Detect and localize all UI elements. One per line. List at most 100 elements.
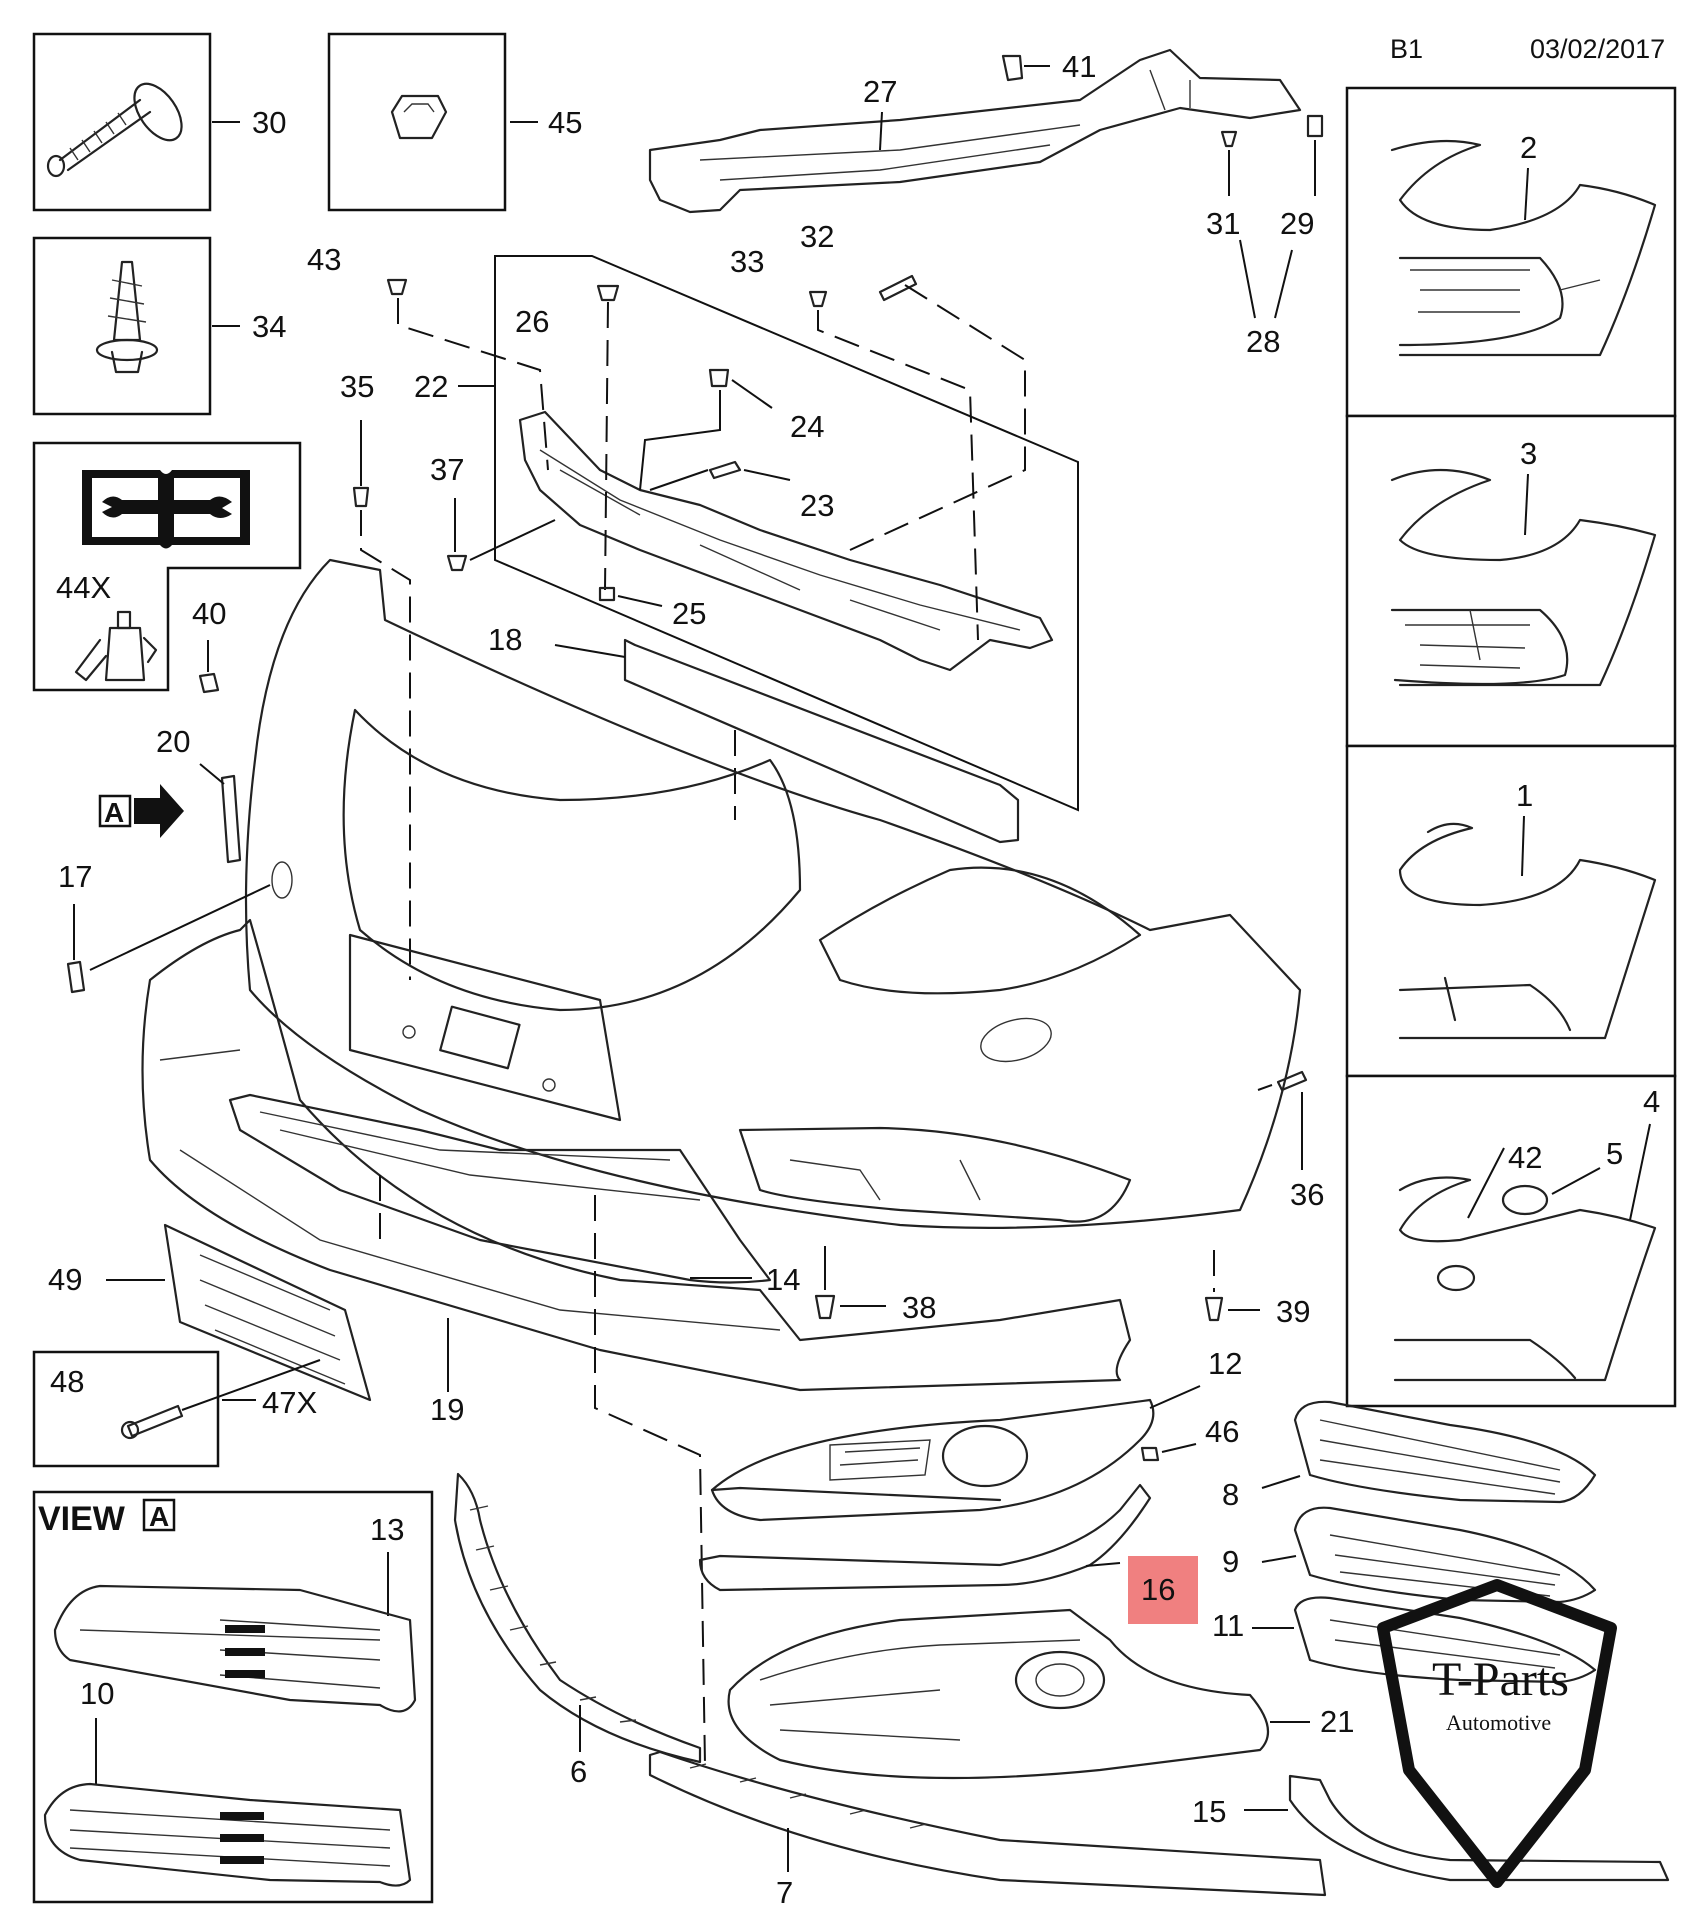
label-24: 24 [790, 409, 824, 444]
label-35: 35 [340, 369, 374, 404]
clip-20 [220, 774, 242, 864]
clip-29 [1306, 114, 1324, 138]
screw-23 [708, 460, 742, 480]
label-30: 30 [252, 105, 286, 140]
panel-2 [1345, 86, 1677, 418]
absorber-frame [494, 255, 1079, 812]
clip-25 [598, 586, 616, 602]
panel-1 [1345, 744, 1677, 1078]
grille-8-drawing [1293, 1400, 1597, 1504]
clip-38 [814, 1294, 836, 1320]
t-parts-logo: T-Parts Automotive [1377, 1579, 1617, 1888]
label-14: 14 [766, 1262, 800, 1297]
watermark-title: T-Parts [1432, 1653, 1569, 1706]
screw-32 [878, 274, 918, 302]
service-manual-wrench-icon [82, 470, 250, 549]
label-13: 13 [370, 1512, 404, 1547]
label-32: 32 [800, 219, 834, 254]
grille-11-drawing [1293, 1596, 1597, 1684]
label-23: 23 [800, 488, 834, 523]
label-28: 28 [1246, 324, 1280, 359]
strip-18-drawing [623, 638, 1020, 844]
label-41: 41 [1062, 49, 1096, 84]
label-40: 40 [192, 596, 226, 631]
label-39: 39 [1276, 1294, 1310, 1329]
plate-bracket-49-drawing [163, 1223, 372, 1402]
label-27: 27 [863, 74, 897, 109]
clip-40 [198, 672, 220, 694]
bumper-variant-2-drawing [1390, 139, 1657, 357]
label-26: 26 [515, 304, 549, 339]
header-code: B1 [1390, 34, 1423, 64]
label-46: 46 [1205, 1414, 1239, 1449]
screw-33 [808, 290, 828, 308]
bracket-27-drawing [648, 48, 1302, 214]
label-9: 9 [1222, 1544, 1239, 1579]
label-12: 12 [1208, 1346, 1242, 1381]
spoiler-7-drawing [648, 1750, 1327, 1897]
bumper-variant-1-drawing [1398, 822, 1657, 1040]
absorber-22-drawing [518, 410, 1054, 672]
label-18: 18 [488, 622, 522, 657]
clip-41 [1001, 54, 1024, 82]
view-a-box [32, 1490, 434, 1904]
label-31: 31 [1206, 206, 1240, 241]
lower-lip-19-drawing [141, 918, 1132, 1392]
label-3: 3 [1520, 436, 1537, 471]
screw-43 [386, 278, 408, 296]
screw-35 [352, 486, 370, 508]
label-44x: 44X [56, 570, 111, 605]
label-20: 20 [156, 724, 190, 759]
box-screw-30 [32, 32, 212, 212]
label-15: 15 [1192, 1794, 1226, 1829]
box-clip-45 [327, 32, 507, 212]
lower-grille-14-drawing [228, 1093, 772, 1284]
label-17: 17 [58, 859, 92, 894]
label-6: 6 [570, 1754, 587, 1789]
spoiler-6-drawing [453, 1472, 702, 1764]
bumper-variant-3-drawing [1390, 468, 1657, 687]
adhesive-bottle-44x [74, 610, 158, 682]
watermark-subtitle: Automotive [1446, 1710, 1551, 1735]
label-2: 2 [1520, 130, 1537, 165]
insert-13-drawing [53, 1584, 417, 1713]
view-a-marker: A [98, 784, 184, 838]
fog-grille-12-drawing [710, 1398, 1155, 1522]
clip-46 [1140, 1446, 1160, 1462]
screw-37 [446, 554, 468, 572]
bumper-fascia-drawing [244, 558, 1302, 1229]
label-37: 37 [430, 452, 464, 487]
panel-4 [1345, 1074, 1677, 1408]
view-letter-box [142, 1498, 176, 1532]
clip-24 [708, 368, 730, 388]
label-42: 42 [1508, 1140, 1542, 1175]
clip-45-drawing [390, 94, 448, 140]
fog-grille-21-drawing [727, 1608, 1270, 1780]
screw-31 [1220, 130, 1238, 148]
panel-3 [1345, 414, 1677, 748]
label-7: 7 [776, 1875, 793, 1910]
view-a-marker-text: A [104, 797, 124, 828]
screw-26 [596, 284, 620, 302]
label-43: 43 [307, 242, 341, 277]
clip-39 [1204, 1296, 1224, 1322]
view-title: VIEW [38, 1500, 126, 1538]
screw-36 [1276, 1070, 1308, 1092]
bolt-30-drawing [46, 82, 183, 178]
label-38: 38 [902, 1290, 936, 1325]
label-19: 19 [430, 1392, 464, 1427]
label-11: 11 [1212, 1608, 1244, 1643]
screw-48-drawing [120, 1404, 184, 1440]
insert-10-drawing [43, 1782, 412, 1887]
strip-15-drawing [1288, 1774, 1670, 1882]
label-1: 1 [1516, 778, 1533, 813]
label-8: 8 [1222, 1477, 1239, 1512]
label-16: 16 [1141, 1572, 1175, 1607]
label-47x: 47X [262, 1385, 317, 1420]
label-5: 5 [1606, 1136, 1623, 1171]
screw-34-drawing [95, 260, 159, 374]
label-34: 34 [252, 309, 286, 344]
label-21: 21 [1320, 1704, 1354, 1739]
view-letter: A [149, 1501, 169, 1532]
